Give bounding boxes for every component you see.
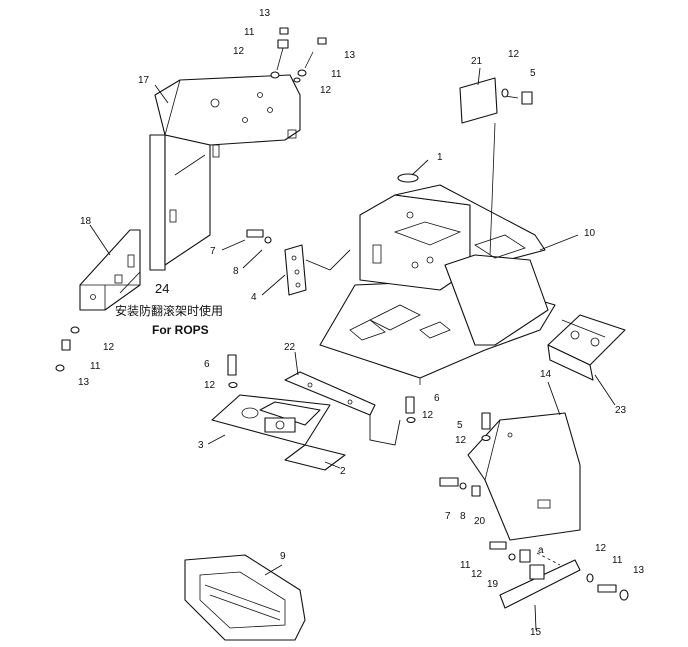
callout-14: 14 [540, 369, 552, 380]
callout-5: 5 [530, 68, 536, 79]
callout-11: 11 [331, 69, 342, 80]
callout-12: 12 [233, 46, 245, 57]
callout-13: 13 [344, 50, 356, 61]
part-17-bracket [149, 74, 301, 271]
part-3-cover [211, 394, 331, 446]
callout-4: 4 [251, 292, 257, 303]
callout-11: 11 [612, 555, 623, 566]
part-1-ring [397, 173, 419, 183]
callout-6: 6 [204, 359, 210, 370]
part-4-plate [284, 244, 351, 296]
fasteners [55, 27, 629, 601]
callout-13: 13 [78, 377, 90, 388]
callout-20: 20 [474, 516, 486, 527]
callout-12: 12 [204, 380, 216, 391]
callout-12: 12 [422, 410, 434, 421]
part-21-plate [459, 77, 498, 256]
callout-13: 13 [259, 8, 271, 19]
leader-lines [89, 67, 616, 631]
callout-18: 18 [80, 216, 92, 227]
part-14-cover [467, 412, 581, 541]
callout-7: 7 [210, 246, 216, 257]
callout-10: 10 [584, 228, 596, 239]
part-9-grill [184, 554, 306, 641]
part-23-bracket [547, 314, 626, 381]
callout-19: 19 [487, 579, 499, 590]
callout-15: 15 [530, 627, 542, 638]
part-22-strip [284, 371, 401, 446]
callout-23: 23 [615, 405, 627, 416]
callout-12: 12 [320, 85, 332, 96]
callout-12: 12 [595, 543, 607, 554]
callout-7: 7 [445, 511, 451, 522]
part-18-bracket [79, 229, 141, 311]
callout-11: 11 [90, 361, 101, 372]
callout-5: 5 [457, 420, 463, 431]
callout-17: 17 [138, 75, 150, 86]
callout-8: 8 [233, 266, 239, 277]
callout-12: 12 [103, 342, 115, 353]
rops-note-chinese: 安装防翻滚架时使用 [115, 303, 223, 318]
callout-22: 22 [284, 342, 296, 353]
callout-6: 6 [434, 393, 440, 404]
callout-a: a [538, 545, 544, 556]
callout-24: 24 [155, 281, 169, 296]
callout-11: 11 [244, 27, 255, 38]
part-10-main-frame [319, 184, 556, 385]
callout-1: 1 [437, 152, 443, 163]
callout-3: 3 [198, 440, 204, 451]
part-15-bar [499, 559, 581, 609]
rops-note-english: For ROPS [152, 323, 209, 337]
rops-note: 安装防翻滚架时使用 For ROPS [115, 303, 223, 337]
callout-21: 21 [471, 56, 483, 67]
callout-8: 8 [460, 511, 466, 522]
callout-11: 11 [460, 560, 471, 571]
callout-12: 12 [508, 49, 520, 60]
callout-labels: 13 11 12 13 11 12 17 21 12 5 1 10 18 7 8… [78, 8, 645, 638]
callout-12: 12 [471, 569, 483, 580]
callout-12: 12 [455, 435, 467, 446]
callout-9: 9 [280, 551, 286, 562]
callout-13: 13 [633, 565, 645, 576]
callout-2: 2 [340, 466, 346, 477]
